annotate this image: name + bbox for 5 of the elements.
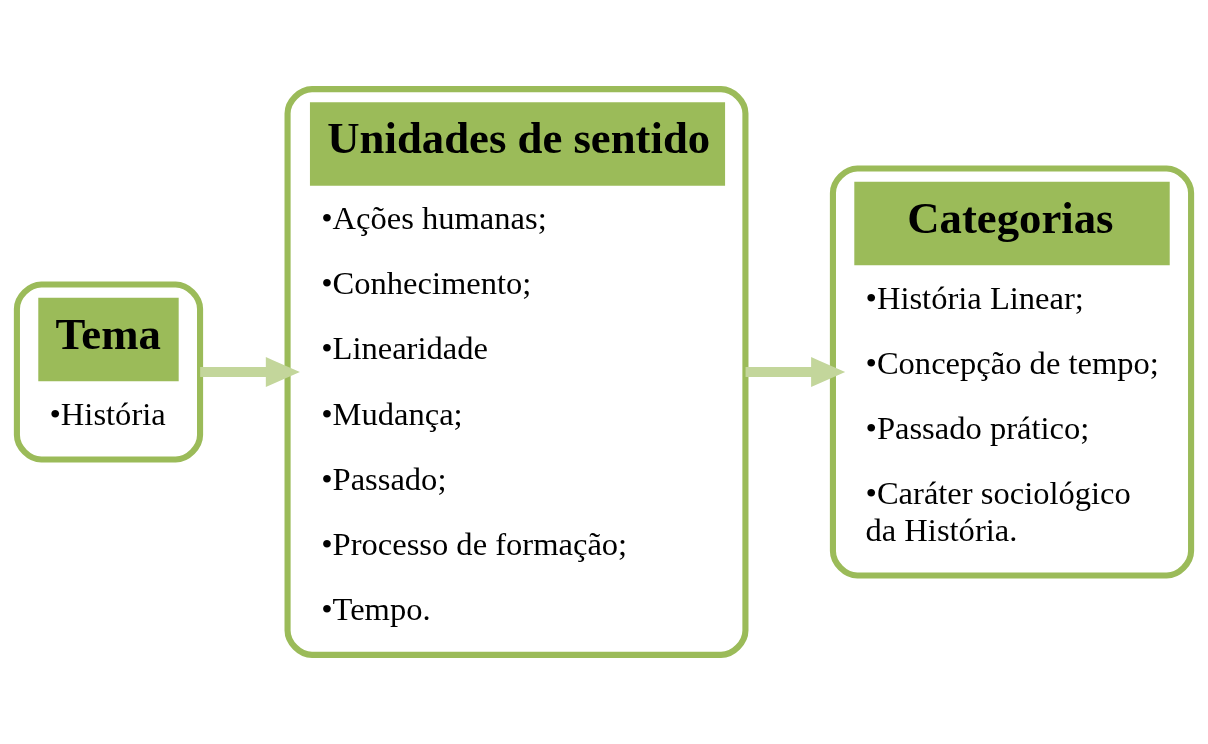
node-box: Unidades de sentido •Ações humanas; •Conhecimento; •Linearidade •Mudança; •Passado; •Processo de formação; •Tempo. xyxy=(284,86,749,658)
node-box: Tema •História xyxy=(13,281,204,463)
arrow xyxy=(745,357,846,387)
node-box: Categorias •História Linear; •Concepção de tempo; •Passado prático; •Caráter sociológico da História. xyxy=(829,165,1195,579)
arrow xyxy=(200,357,300,387)
